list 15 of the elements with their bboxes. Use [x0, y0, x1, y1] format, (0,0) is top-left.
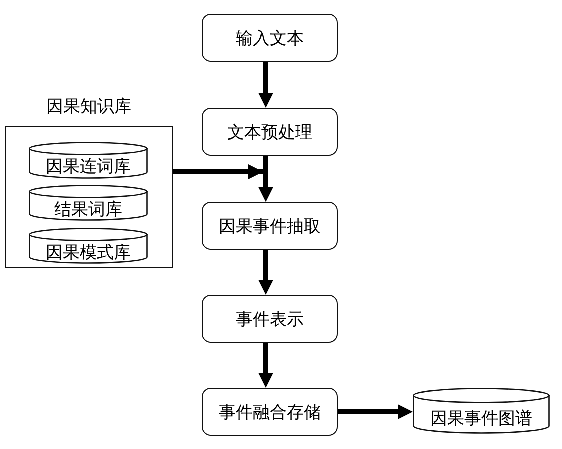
database-cylinder: 因果连词库	[29, 142, 148, 179]
group-title: 因果知识库	[46, 96, 132, 118]
database-cylinder: 因果事件图谱	[413, 388, 550, 434]
arrow	[173, 164, 274, 202]
process-box: 输入文本	[202, 14, 338, 62]
arrow	[258, 62, 274, 108]
arrow	[338, 404, 413, 420]
arrow	[258, 343, 274, 388]
database-cylinder: 因果模式库	[29, 228, 148, 264]
process-box: 因果事件抽取	[202, 202, 338, 250]
database-cylinder: 结果词库	[29, 185, 148, 221]
process-box: 文本预处理	[202, 108, 338, 156]
process-box: 事件融合存储	[202, 388, 338, 436]
arrow	[258, 250, 274, 295]
process-box: 事件表示	[202, 295, 338, 343]
